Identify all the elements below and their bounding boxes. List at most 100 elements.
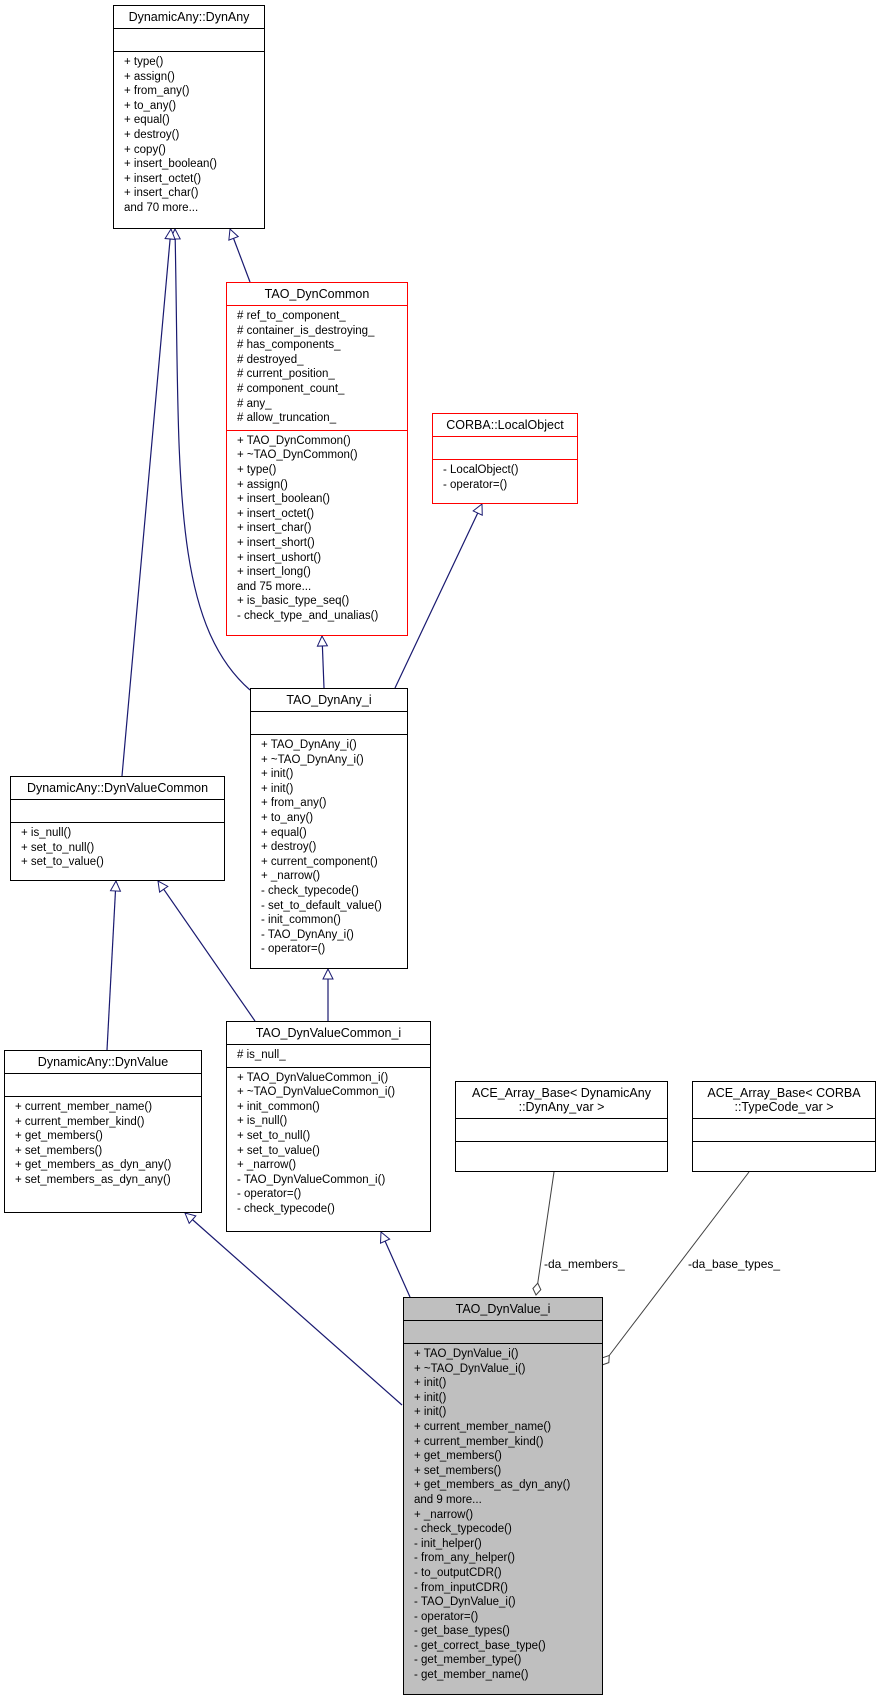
member-line: and 70 more... <box>124 201 199 214</box>
member-line: + insert_short() <box>237 536 315 549</box>
member-line: - TAO_DynAny_i() <box>261 928 354 941</box>
edge-arraytypecode-to-dynvaluei <box>601 1171 750 1366</box>
method-section: - LocalObject() - operator=() <box>433 459 577 496</box>
class-title-line: ACE_Array_Base< CORBA <box>707 1086 861 1100</box>
class-ace-array-base-typecode-var[interactable]: ACE_Array_Base< CORBA::TypeCode_var > <box>692 1081 876 1172</box>
member-line: + insert_long() <box>237 566 311 579</box>
edge-dynvaluei-to-dynvaluecommoni <box>381 1232 411 1298</box>
method-section: + type()+ assign()+ from_any()+ to_any()… <box>114 51 264 220</box>
member-line: # any_ <box>237 397 272 410</box>
class-tao-dynvaluecommon-i[interactable]: TAO_DynValueCommon_i # is_null_ + TAO_Dy… <box>226 1021 431 1232</box>
member-line: - TAO_DynValueCommon_i() <box>237 1173 386 1186</box>
member-line: - LocalObject() <box>443 464 519 476</box>
class-ace-array-base-dynany-var[interactable]: ACE_Array_Base< DynamicAny::DynAny_var > <box>455 1081 668 1172</box>
class-title: TAO_DynCommon <box>264 287 370 301</box>
member-line: # current_position_ <box>237 368 335 381</box>
member-line: # is_null_ <box>237 1049 286 1061</box>
method-section: + TAO_DynCommon()+ ~TAO_DynCommon()+ typ… <box>227 429 407 628</box>
class-title: ACE_Array_Base< DynamicAny::DynAny_var > <box>456 1082 667 1118</box>
member-line: + equal() <box>261 826 307 839</box>
label-da-members: -da_members_ <box>544 1257 625 1271</box>
member-line: + set_members() <box>414 1464 502 1477</box>
attribute-section: # is_null_ <box>227 1044 430 1067</box>
member-line: + init() <box>414 1406 447 1419</box>
member-line: + copy() <box>124 143 166 156</box>
member-line: - get_member_name() <box>414 1669 529 1682</box>
member-line: - check_typecode() <box>237 1202 335 1215</box>
method-section: + TAO_DynAny_i()+ ~TAO_DynAny_i()+ init(… <box>251 734 407 961</box>
member-line: - operator=() <box>261 943 326 956</box>
member-line: + equal() <box>124 114 170 127</box>
class-title: DynamicAny::DynValue <box>37 1055 169 1069</box>
member-line: - TAO_DynValue_i() <box>414 1596 516 1609</box>
class-tao-dyncommon[interactable]: TAO_DynCommon # ref_to_component_# conta… <box>226 282 408 636</box>
edge-dynanyi-to-dyncommon <box>322 636 324 689</box>
member-line: # has_components_ <box>237 339 341 352</box>
member-line: + set_members_as_dyn_any() <box>15 1173 171 1186</box>
member-line: + set_to_value() <box>21 856 104 869</box>
class-title: DynamicAny::DynAny <box>128 10 250 24</box>
member-line: + from_any() <box>261 797 327 810</box>
class-title: TAO_DynAny_i <box>286 693 372 707</box>
attribute-section <box>456 1118 667 1141</box>
edge-dynanyi-to-dynany <box>175 229 251 691</box>
member-line: and 75 more... <box>237 580 312 593</box>
member-line: - get_base_types() <box>414 1625 510 1638</box>
class-title: ACE_Array_Base< CORBA::TypeCode_var > <box>693 1082 875 1118</box>
member-line: + TAO_DynValueCommon_i() <box>237 1071 389 1084</box>
member-line: + set_to_value() <box>237 1144 320 1157</box>
member-line: + set_to_null() <box>237 1129 311 1142</box>
member-line: + ~TAO_DynValueCommon_i() <box>237 1086 396 1099</box>
member-line: + is_null() <box>237 1115 288 1128</box>
member-line: + insert_char() <box>124 187 199 200</box>
member-line: + insert_ushort() <box>237 551 322 564</box>
member-line: + destroy() <box>261 841 317 854</box>
method-section: + TAO_DynValueCommon_i() + ~TAO_DynValueC… <box>227 1066 430 1221</box>
member-line: + to_any() <box>261 811 314 824</box>
edge-dynvaluecommon-to-dynany <box>121 229 171 777</box>
member-line: # allow_truncation_ <box>237 412 337 425</box>
member-line: + get_members_as_dyn_any() <box>414 1479 571 1492</box>
edge-dynvaluecommoni-to-dynvaluecommon <box>158 881 256 1022</box>
attribute-section: # ref_to_component_# container_is_destro… <box>227 305 407 430</box>
method-section: + is_null()+ set_to_null()+ set_to_value… <box>11 822 224 874</box>
edge-dynvaluei-to-dynvalue <box>185 1213 403 1406</box>
member-line: - to_outputCDR() <box>414 1566 502 1579</box>
member-line: + assign() <box>237 478 288 491</box>
member-line: + insert_boolean() <box>124 158 218 171</box>
member-line: - get_correct_base_type() <box>414 1639 546 1652</box>
class-dynvalue[interactable]: DynamicAny::DynValue + current_member_na… <box>4 1050 202 1213</box>
attribute-section <box>404 1320 602 1343</box>
class-dynany[interactable]: DynamicAny::DynAny + type()+ assign()+ f… <box>113 5 265 229</box>
member-line: + ~TAO_DynValue_i() <box>414 1362 526 1375</box>
member-line: + get_members() <box>414 1450 502 1463</box>
edge-dynvalue-to-dynvaluecommon <box>106 881 116 1051</box>
member-line: - get_member_type() <box>414 1654 522 1667</box>
member-line: # destroyed_ <box>237 353 304 366</box>
member-line: + TAO_DynCommon() <box>237 434 351 447</box>
member-line: - init_common() <box>261 914 341 927</box>
member-line: # ref_to_component_ <box>237 310 346 322</box>
member-line: + _narrow() <box>237 1159 297 1172</box>
member-line: + get_members() <box>15 1130 103 1143</box>
method-section: + TAO_DynValue_i()+ ~TAO_DynValue_i()+ i… <box>404 1343 602 1687</box>
member-line: + to_any() <box>124 99 177 112</box>
member-line: + insert_octet() <box>124 172 202 185</box>
member-line: - operator=() <box>443 478 508 491</box>
member-line: and 9 more... <box>414 1493 482 1506</box>
member-line: + current_member_kind() <box>414 1435 544 1448</box>
member-line: - set_to_default_value() <box>261 899 382 912</box>
member-line: + type() <box>124 56 164 68</box>
class-corba-localobject[interactable]: CORBA::LocalObject - LocalObject()- oper… <box>432 413 578 504</box>
class-tao-dynvalue-i[interactable]: TAO_DynValue_i + TAO_DynValue_i()+ ~TAO_… <box>403 1297 603 1695</box>
member-line: - operator=() <box>237 1188 302 1201</box>
member-line: + current_member_name() <box>414 1420 552 1433</box>
member-line: + init() <box>261 768 294 781</box>
edge-dynanyi-to-localobject <box>394 504 482 689</box>
class-tao-dynany-i[interactable]: TAO_DynAny_i + TAO_DynAny_i()+ ~TAO_DynA… <box>250 688 408 969</box>
attribute-section <box>5 1073 201 1096</box>
member-line: + insert_octet() <box>237 507 315 520</box>
member-line: + insert_char() <box>237 522 312 535</box>
class-title-line: ACE_Array_Base< DynamicAny <box>472 1086 651 1100</box>
class-dynvaluecommon[interactable]: DynamicAny::DynValueCommon + is_null()+ … <box>10 776 225 881</box>
